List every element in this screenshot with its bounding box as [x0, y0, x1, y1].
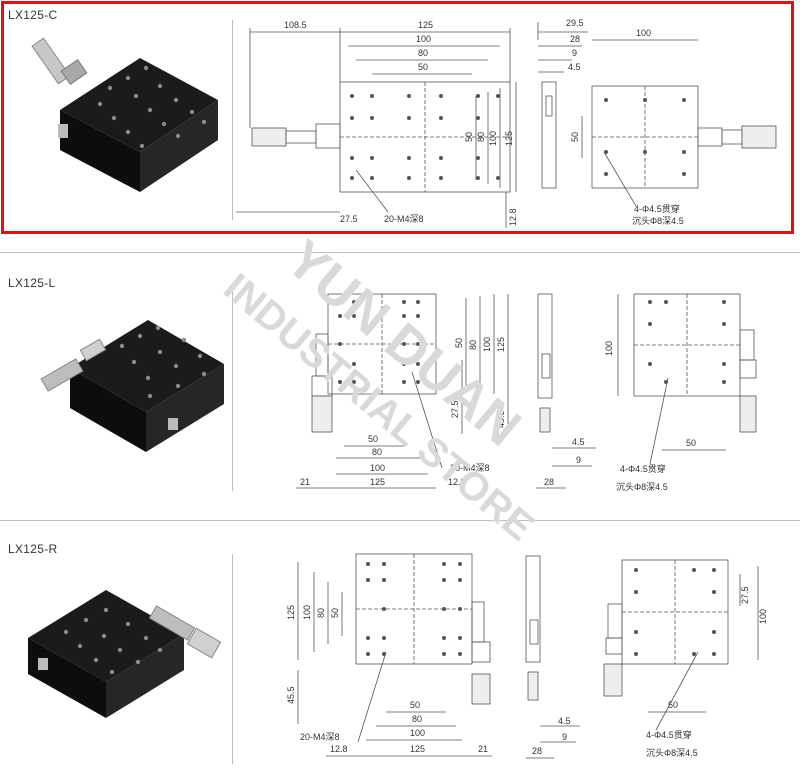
dimension-drawing: 50 80 100 125 27.5 45.5 50 80 100 125 21…: [296, 293, 757, 492]
dim-4.5: 4.5: [572, 437, 585, 447]
dim-108.5: 108.5: [284, 20, 307, 30]
dim-125-horiz: 125: [410, 744, 425, 754]
counterbore-label: 沉头Φ8深4.5: [646, 748, 698, 758]
dimension-drawing: 125 100 80 50 45.5 50 80 100 125 12.8 21…: [286, 553, 768, 759]
dim-21: 21: [300, 477, 310, 487]
counterbore-label: 沉头Φ8深4.5: [632, 216, 684, 226]
panel-title: LX125-C: [8, 8, 58, 22]
dim-28: 28: [544, 477, 554, 487]
dim-80-top: 80: [418, 48, 428, 58]
selection-highlight: [1, 1, 794, 234]
dim-50-top: 50: [418, 62, 428, 72]
dim-50-vert: 50: [330, 608, 340, 618]
dim-100-top: 100: [416, 34, 431, 44]
dim-50-horiz: 50: [368, 434, 378, 444]
dim-45.5: 45.5: [286, 686, 296, 704]
panel-title: LX125-L: [8, 276, 56, 290]
dim-27.5: 27.5: [340, 214, 358, 224]
dim-27.5: 27.5: [740, 586, 750, 604]
dim-100-bottom-view: 100: [758, 609, 768, 624]
panel-title: LX125-R: [8, 542, 58, 556]
dim-80-vert: 80: [468, 340, 478, 350]
dim-28: 28: [570, 34, 580, 44]
dim-21: 21: [478, 744, 488, 754]
dim-9: 9: [572, 48, 577, 58]
through-hole-label: 4-Φ4.5贯穿: [646, 729, 692, 740]
dim-50-bottom-view: 50: [686, 438, 696, 448]
dim-12.8: 12.8: [448, 477, 466, 487]
dim-9: 9: [562, 732, 567, 742]
dim-80-vert: 80: [476, 132, 486, 142]
through-hole-label: 4-Φ4.5贯穿: [634, 203, 680, 214]
divider: [232, 554, 233, 764]
panel-lx125-l: LX125-L: [0, 268, 800, 508]
divider: [232, 286, 233, 491]
dim-100-vert: 100: [488, 131, 498, 146]
dim-80-horiz: 80: [372, 447, 382, 457]
section-divider: [0, 252, 800, 253]
dimension-drawing: 108.5 125 100 80 50 50 80 100 125 27.5 1…: [236, 18, 777, 228]
dim-100-horiz: 100: [410, 728, 425, 738]
section-divider: [0, 520, 800, 521]
dim-125-vert: 125: [286, 605, 296, 620]
dim-100-vert: 100: [482, 337, 492, 352]
dim-4.5: 4.5: [558, 716, 571, 726]
dim-28: 28: [532, 746, 542, 756]
dim-125-vert: 125: [504, 131, 514, 146]
dim-50-vert: 50: [454, 338, 464, 348]
product-photo: [28, 590, 222, 718]
dim-80-horiz: 80: [412, 714, 422, 724]
dim-50-bottom-view: 50: [570, 132, 580, 142]
divider: [232, 20, 233, 220]
dim-50-horiz: 50: [410, 700, 420, 710]
dim-100-horiz: 100: [370, 463, 385, 473]
dim-100-bottom-view: 100: [604, 341, 614, 356]
panel-lx125-r: LX125-R: [0, 534, 800, 783]
dim-125-top: 125: [418, 20, 433, 30]
dim-9: 9: [576, 455, 581, 465]
dim-45.5: 45.5: [496, 410, 506, 428]
panel-lx125-c: LX125-C: [0, 0, 800, 240]
dim-50-vert: 50: [464, 132, 474, 142]
dim-27.5: 27.5: [450, 400, 460, 418]
dim-100-vert: 100: [302, 605, 312, 620]
dim-80-vert: 80: [316, 608, 326, 618]
dim-125-horiz: 125: [370, 477, 385, 487]
dim-12.8: 12.8: [508, 208, 518, 226]
dim-125-vert: 125: [496, 337, 506, 352]
dim-29.5: 29.5: [566, 18, 584, 28]
dim-12.8: 12.8: [330, 744, 348, 754]
product-photo: [31, 37, 218, 192]
dim-100-bottom-view: 100: [636, 28, 651, 38]
dim-50-bottom-view: 50: [668, 700, 678, 710]
product-photo: [40, 320, 224, 452]
through-hole-label: 4-Φ4.5贯穿: [620, 463, 666, 474]
tap-holes-label: 20-M4深8: [450, 463, 490, 473]
tap-holes-label: 20-M4深8: [300, 732, 340, 742]
tap-holes-label: 20-M4深8: [384, 214, 424, 224]
counterbore-label: 沉头Φ8深4.5: [616, 482, 668, 492]
dim-4.5: 4.5: [568, 62, 581, 72]
